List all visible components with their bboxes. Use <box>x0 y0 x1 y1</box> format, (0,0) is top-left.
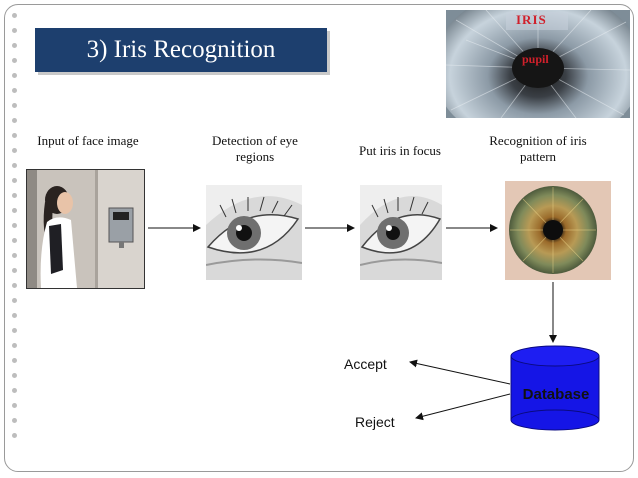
hero-iris-label: IRIS <box>516 12 547 27</box>
accept-label: Accept <box>344 356 387 372</box>
step-caption-input: Input of face image <box>37 133 139 148</box>
slide-title: 3) Iris Recognition <box>35 28 327 72</box>
decorative-dots <box>10 13 20 448</box>
step-caption-recognition: Recognition of iris pattern <box>489 133 587 164</box>
iris-closeup-icon <box>446 10 630 118</box>
face-input-photo <box>26 169 145 289</box>
iris-pattern-icon <box>505 181 611 280</box>
database-cylinder <box>510 345 600 431</box>
step-caption-focus: Put iris in focus <box>359 143 441 158</box>
iris-pattern-photo <box>505 181 611 280</box>
arrow-database-to-accept <box>409 359 511 385</box>
step-caption-detection: Detection of eye regions <box>212 133 298 164</box>
person-scanner-icon <box>27 170 144 288</box>
reject-label: Reject <box>355 414 395 430</box>
eye-detection-photo <box>206 185 302 280</box>
iris-hero-image: IRIS pupil <box>446 10 630 118</box>
hero-pupil-label: pupil <box>522 52 549 66</box>
eye-focus-icon <box>360 185 442 280</box>
iris-focus-photo <box>360 185 442 280</box>
arrow-database-to-reject <box>415 393 511 421</box>
database-label: Database <box>522 386 590 403</box>
eye-grayscale-icon <box>206 185 302 280</box>
